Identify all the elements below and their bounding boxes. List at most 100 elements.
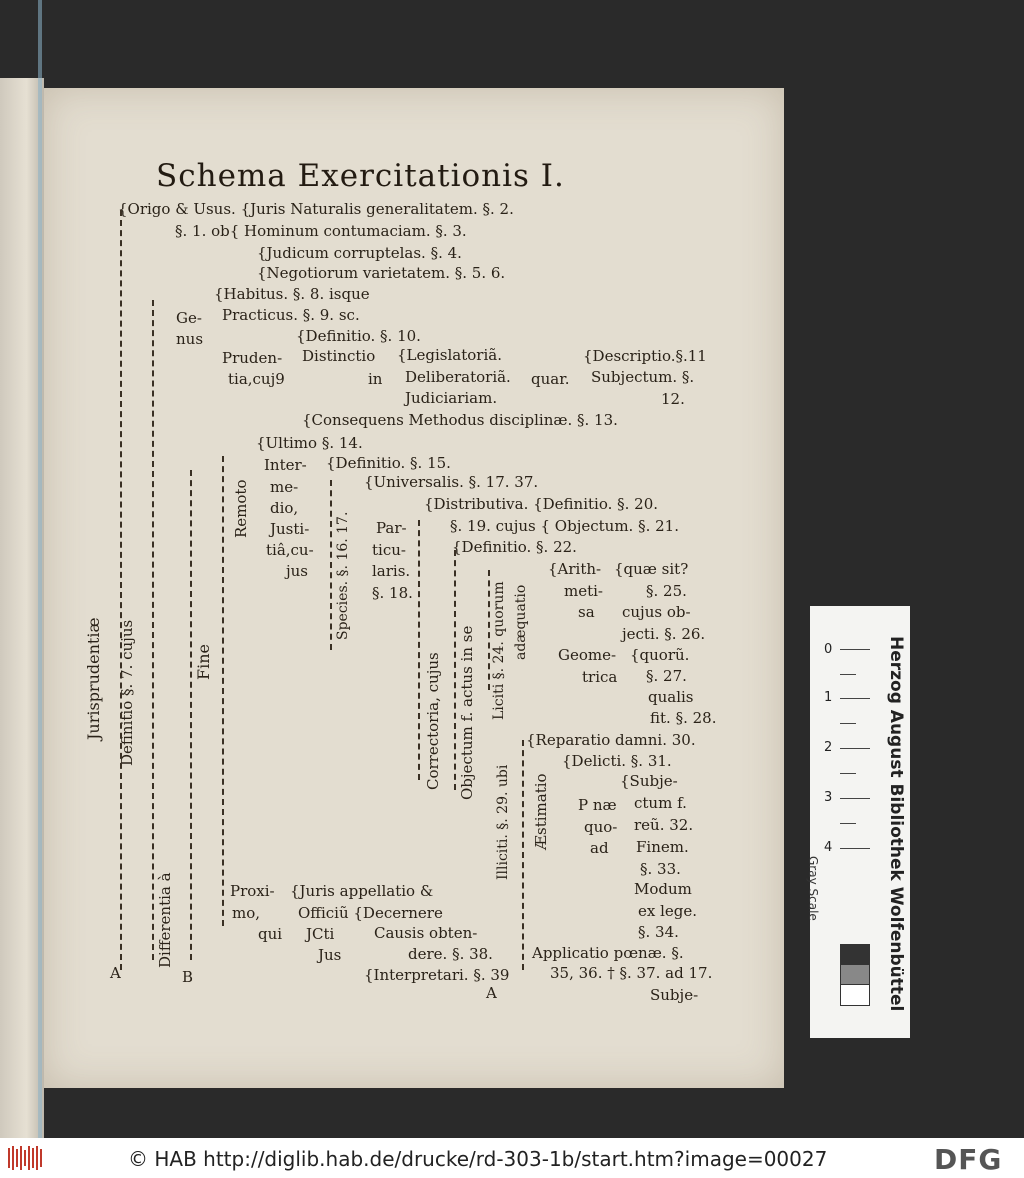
ruler-tick: [840, 848, 870, 849]
hominum-line: §. 1. ob{ Hominum contumaciam. §. 3.: [175, 222, 467, 240]
gray-swatch-mid: [840, 964, 870, 986]
ruler-tick: [840, 823, 856, 824]
tia-label: tia,cuj9: [228, 370, 285, 388]
bracket-definitio: [152, 300, 154, 960]
jecti-26: jecti. §. 26.: [622, 625, 706, 643]
number-18: §. 18.: [372, 584, 413, 602]
definitio-10: {Definitio. §. 10.: [296, 327, 421, 345]
marker-a-center: A: [486, 984, 497, 1002]
quae-sit: {quæ sit?: [614, 560, 689, 578]
quo-label: quo-: [584, 818, 618, 836]
footer-bar: © HAB http://diglib.hab.de/drucke/rd-303…: [0, 1138, 1024, 1178]
subje-label: {Subje-: [620, 772, 678, 790]
aestimatio-label: Æstimatio: [532, 773, 550, 850]
bracket-fine: [222, 456, 224, 926]
ruler-tick: [840, 723, 856, 724]
cujus-ob: cujus ob-: [622, 603, 691, 621]
source-url[interactable]: © HAB http://diglib.hab.de/drucke/rd-303…: [128, 1147, 828, 1171]
ruler-num-3: 3: [824, 790, 833, 805]
page-title: Schema Exercitationis I.: [156, 158, 565, 194]
reparatio-line: {Reparatio damni. 30.: [526, 731, 696, 749]
ruler-tick: [840, 798, 870, 799]
ruler-num-0: 0: [824, 642, 833, 657]
marker-b: B: [182, 968, 194, 986]
practicus-line: Practicus. §. 9. sc.: [222, 306, 360, 324]
judicum-line: {Judicum corruptelas. §. 4.: [257, 244, 462, 262]
number-34: §. 34.: [638, 923, 679, 941]
previous-page-edge: [0, 78, 44, 1138]
ruler-tick: [840, 773, 856, 774]
number-35-line: 35, 36. † §. 37. ad 17.: [550, 964, 713, 982]
bracket-liciti: [488, 570, 490, 690]
ruler-tick: [840, 748, 870, 749]
meti-label: meti-: [564, 582, 603, 600]
number-12: 12.: [661, 390, 685, 408]
par-label: Par-: [376, 519, 407, 537]
me-label: me-: [270, 478, 299, 496]
number-27: §. 27.: [646, 667, 687, 685]
bracket-correctoria: [418, 520, 420, 780]
pnae-label: P næ: [578, 796, 617, 814]
qui-label: qui: [258, 925, 283, 943]
deliberatoria: Deliberatoriã.: [405, 368, 511, 386]
in-label: in: [368, 370, 383, 388]
objectum-label: Objectum f. actus in se: [458, 625, 476, 800]
number-33: §. 33.: [640, 860, 681, 878]
adaequatio-label: adæquatio: [513, 584, 529, 660]
definitio-15: {Definitio. §. 15.: [326, 454, 451, 472]
exlege-label: ex lege.: [638, 902, 698, 920]
ruler-num-2: 2: [824, 740, 833, 755]
species-label: Species. §. 16. 17.: [335, 511, 351, 640]
gray-swatch-dark: [840, 944, 870, 966]
negotiorum-line: {Negotiorum varietatem. §. 5. 6.: [257, 264, 506, 282]
pruden-label: Pruden-: [222, 349, 283, 367]
ctum-label: ctum f.: [634, 794, 687, 812]
distinctio-label: Distinctio: [302, 347, 376, 365]
correctoria-label: Correctoria, cujus: [424, 652, 442, 790]
jcti-label: JCti: [306, 925, 335, 943]
dfg-logo: DFG: [934, 1143, 1003, 1176]
dio-label: dio,: [270, 499, 299, 517]
remoto-label: Remoto: [232, 479, 250, 538]
subjectum-label: Subjectum. §.: [591, 368, 695, 386]
origo-line: {Origo & Usus. {Juris Naturalis generali…: [118, 200, 514, 218]
ruler-num-1: 1: [824, 690, 833, 705]
bracket-differentia: [190, 470, 192, 960]
descriptio-11: {Descriptio.§.11: [583, 347, 707, 365]
ruler-tick: [840, 649, 870, 650]
definitio-7-label: Definitio §. 7. cujus: [118, 619, 136, 766]
finem-label: Finem.: [636, 838, 689, 856]
arith-label: {Arith-: [548, 560, 602, 578]
scan-area: Schema Exercitationis I. {Origo & Usus. …: [0, 0, 910, 1138]
delicti-line: {Delicti. §. 31.: [562, 752, 672, 770]
proxi-label: Proxi-: [230, 882, 275, 900]
bracket-species: [330, 480, 332, 650]
tiacu-label: tiâ,cu-: [266, 541, 314, 559]
qualis-label: qualis: [648, 688, 694, 706]
barcode-logo-icon: [6, 1144, 46, 1172]
genus-label-1: Ge-: [176, 309, 202, 327]
liciti-label: Liciti §. 24. quorum: [491, 581, 507, 720]
legislatoria: {Legislatoriã.: [397, 346, 502, 364]
definitio-22: {Definitio. §. 22.: [452, 538, 577, 556]
modum-label: Modum: [634, 880, 692, 898]
ad-label: ad: [590, 839, 609, 857]
habitus-line: {Habitus. §. 8. isque: [214, 285, 370, 303]
inter-label: Inter-: [264, 456, 307, 474]
officiu-line: Officiũ {Decernere: [298, 904, 443, 922]
library-name: Herzog August Bibliothek Wolfenbüttel: [886, 636, 906, 1012]
sa-label: sa: [578, 603, 595, 621]
dere-38: dere. §. 38.: [408, 945, 493, 963]
subje-last: Subje-: [650, 986, 699, 1004]
fit-28: fit. §. 28.: [650, 709, 717, 727]
ruler-tick: [840, 674, 856, 675]
ruler-num-4: 4: [824, 840, 833, 855]
jus2-label: Jus: [318, 946, 342, 964]
ruler-tick: [840, 698, 870, 699]
causis-label: Causis obten-: [374, 924, 478, 942]
cujus-19-line: §. 19. cujus { Objectum. §. 21.: [450, 517, 679, 535]
universalis-line: {Universalis. §. 17. 37.: [364, 473, 539, 491]
gray-swatch-light: [840, 984, 870, 1006]
ultimo-line: {Ultimo §. 14.: [256, 434, 363, 452]
mo-label: mo,: [232, 904, 261, 922]
